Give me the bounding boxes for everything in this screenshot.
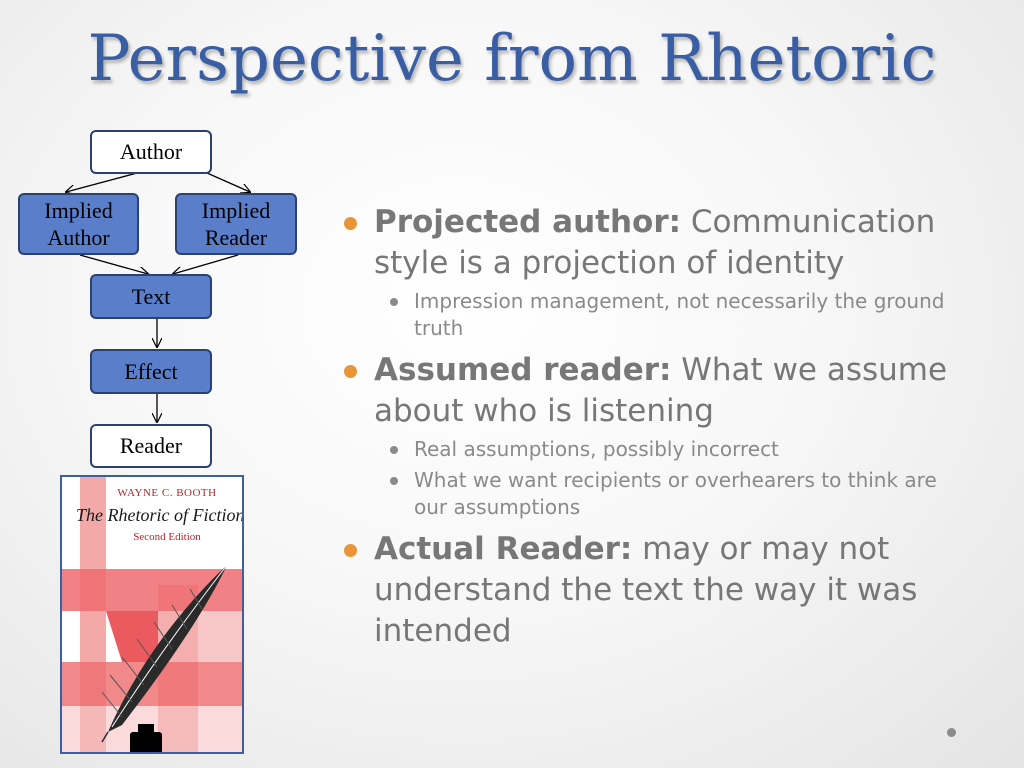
bullet-projected-author: Projected author: Communication style is… bbox=[344, 202, 964, 284]
bullet-text: What we assume about who is listening bbox=[374, 352, 948, 429]
sub-bullet: What we want recipients or overhearers t… bbox=[344, 467, 964, 521]
text-label: Text bbox=[131, 283, 171, 309]
arrow-implied-reader-to-text bbox=[173, 254, 239, 274]
book-cover-image: WAYNE C. BOOTH The Rhetoric of Fiction S… bbox=[60, 475, 244, 754]
sub-bullet-text: Real assumptions, possibly incorrect bbox=[414, 437, 779, 461]
book-edition: Second Edition bbox=[133, 531, 201, 543]
sub-bullet: Impression management, not necessarily t… bbox=[344, 288, 964, 342]
slide-indicator-dot bbox=[947, 728, 956, 737]
implied-author-box: Implied Author bbox=[18, 193, 139, 255]
reader-box: Reader bbox=[90, 424, 212, 468]
bullet-dot-icon bbox=[344, 217, 357, 230]
arrow-author-to-implied-reader bbox=[206, 172, 250, 192]
author-label: Author bbox=[119, 139, 183, 165]
implied-reader-box: Implied Reader bbox=[175, 193, 297, 255]
effect-label: Effect bbox=[124, 358, 178, 384]
bullet-list: Projected author: Communication style is… bbox=[344, 202, 964, 656]
bullet-label: Actual Reader: bbox=[374, 531, 633, 567]
arrow-implied-author-to-text bbox=[79, 254, 148, 274]
book-author: WAYNE C. BOOTH bbox=[117, 487, 217, 499]
bullet-dot-icon bbox=[344, 365, 357, 378]
text-box: Text bbox=[90, 274, 212, 319]
bullet-label: Assumed reader: bbox=[374, 352, 672, 388]
bullet-assumed-reader: Assumed reader: What we assume about who… bbox=[344, 350, 964, 432]
sub-bullet-text: What we want recipients or overhearers t… bbox=[414, 468, 937, 519]
bullet-text: Communication style is a projection of i… bbox=[374, 204, 936, 281]
sub-bullet: Real assumptions, possibly incorrect bbox=[344, 436, 964, 463]
arrow-author-to-implied-author bbox=[66, 172, 138, 192]
slide-title: Perspective from Rhetoric bbox=[87, 22, 937, 96]
bullet-dot-icon bbox=[344, 544, 357, 557]
book-cover-art bbox=[62, 477, 242, 752]
sub-bullet-dot-icon bbox=[390, 298, 398, 306]
sub-bullet-text: Impression management, not necessarily t… bbox=[414, 289, 945, 340]
implied-reader-label: Implied Reader bbox=[201, 197, 271, 251]
sub-bullet-dot-icon bbox=[390, 477, 398, 485]
implied-author-label: Implied Author bbox=[44, 197, 113, 251]
bullet-text: may or may not understand the text the w… bbox=[374, 531, 918, 649]
book-title: The Rhetoric of Fiction bbox=[76, 505, 244, 525]
bullet-actual-reader: Actual Reader: may or may not understand… bbox=[344, 529, 964, 652]
sub-bullet-dot-icon bbox=[390, 446, 398, 454]
bullet-label: Projected author: bbox=[374, 204, 682, 240]
author-box: Author bbox=[90, 130, 212, 174]
reader-label: Reader bbox=[119, 433, 183, 459]
effect-box: Effect bbox=[90, 349, 212, 394]
